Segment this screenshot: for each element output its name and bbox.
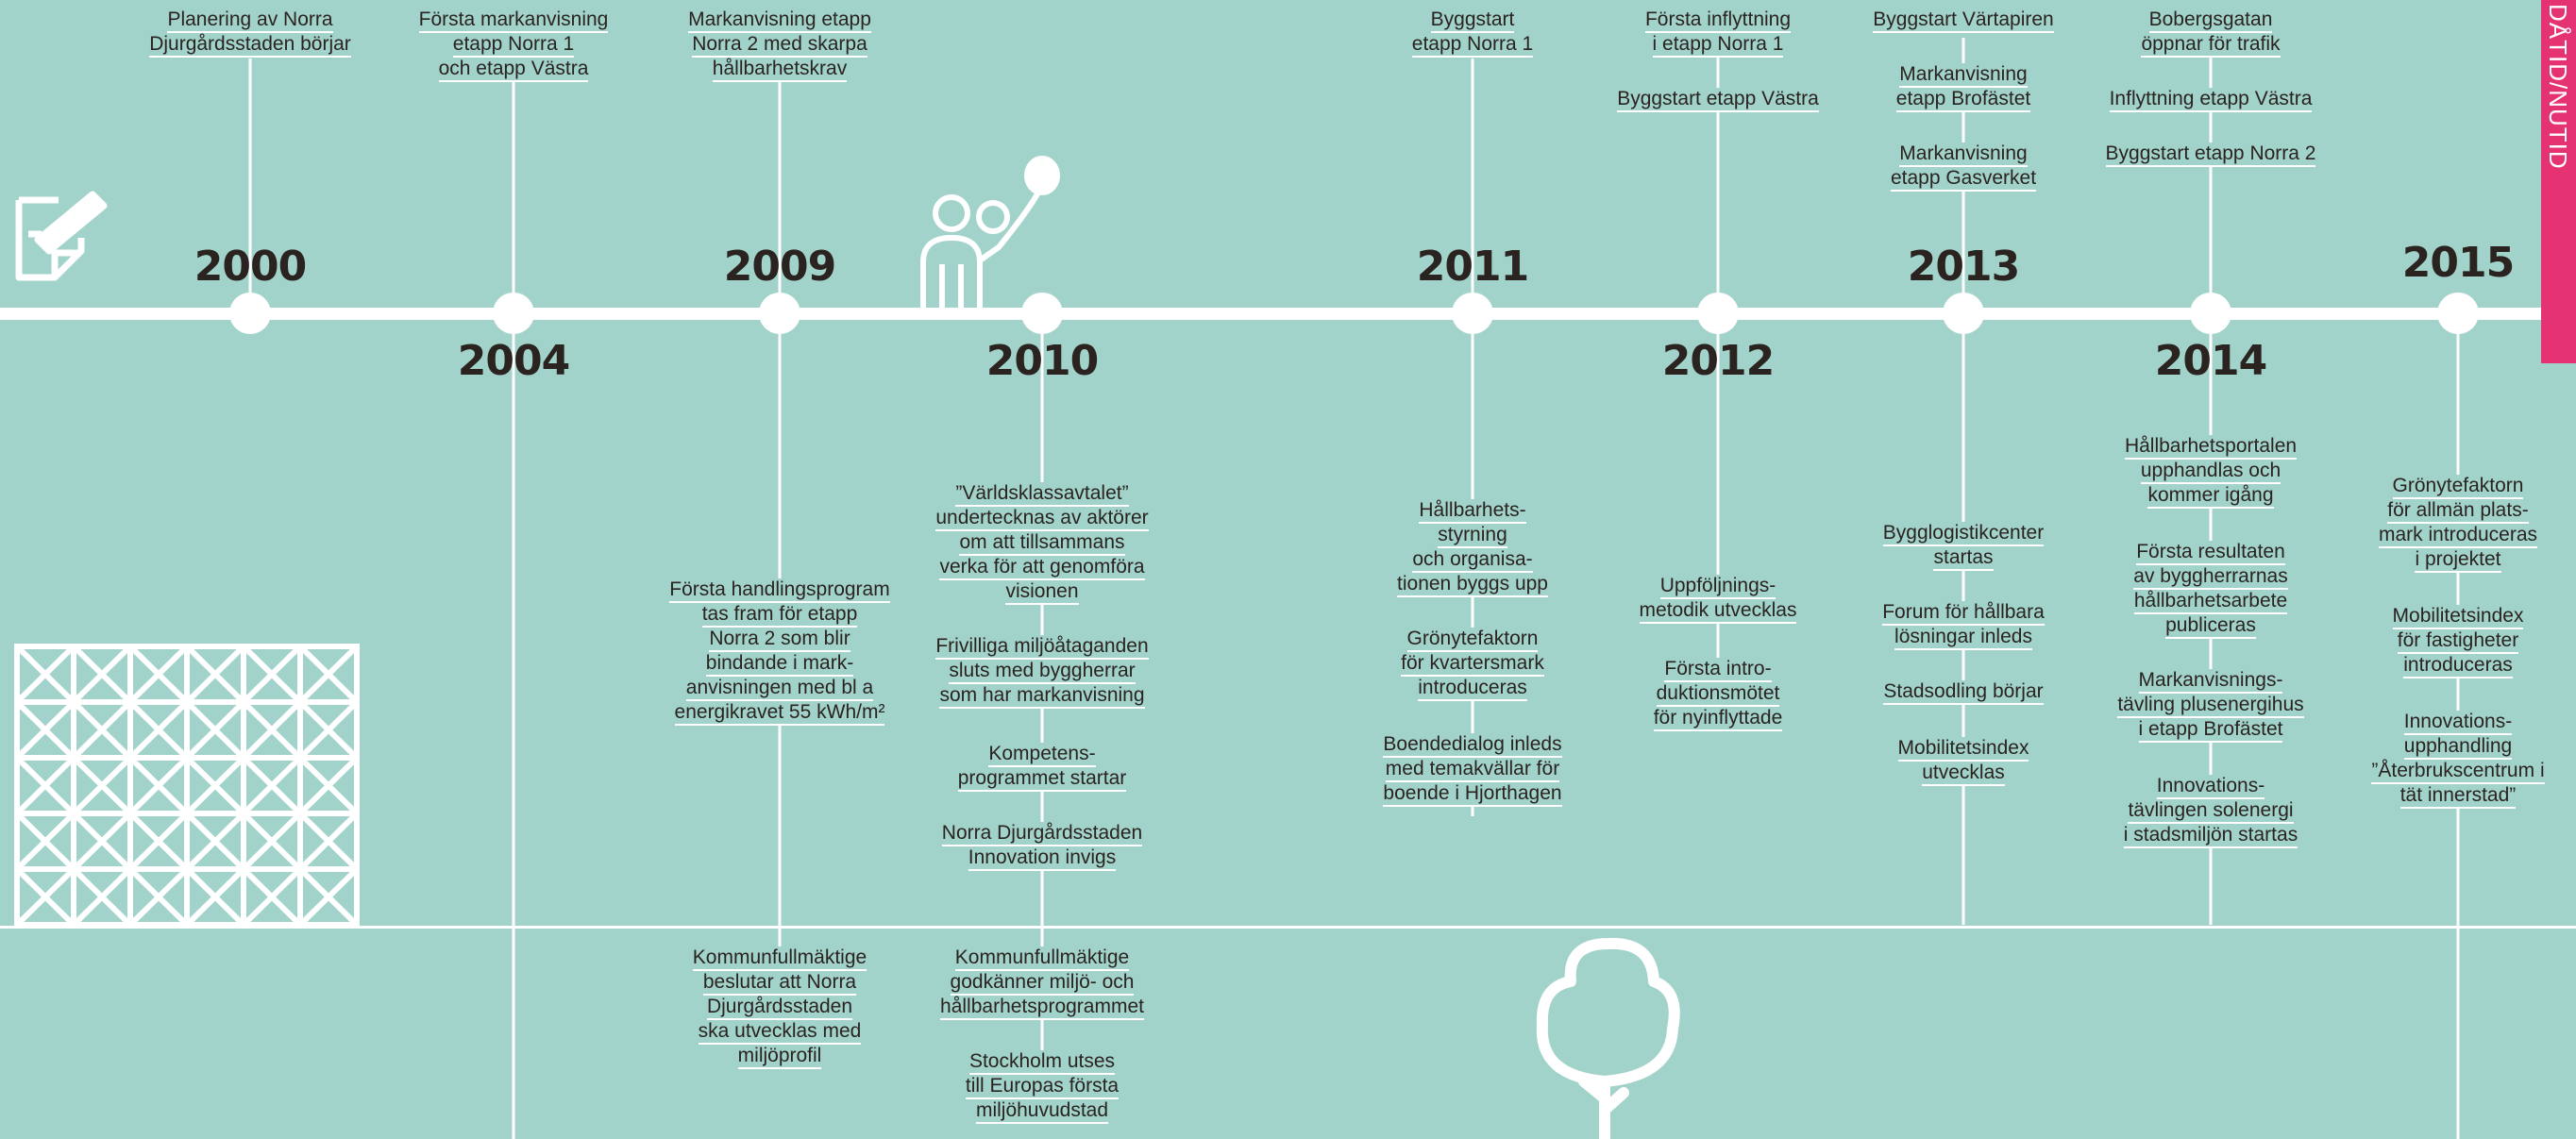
lattice-stroke (241, 644, 303, 705)
event-2012-construction-vastra: Byggstart etapp Västra (1617, 88, 1819, 110)
lattice-stroke (71, 755, 133, 816)
section-tab-label: DÅTID/NUTID (2544, 4, 2572, 170)
event-2013-logistics-center: Bygglogistikcenter startas (1882, 522, 2045, 569)
year-nodes (229, 293, 2479, 334)
event-2015-mobility-index-properties: Mobilitetsindex för fastigheter introduc… (2392, 605, 2524, 677)
lattice-stroke (127, 811, 190, 872)
event-2013-allocation-gasverket: Markanvisning etapp Gasverket (1890, 142, 2037, 190)
lattice-stroke (14, 866, 76, 928)
event-2013-mobility-index: Mobilitetsindex utvecklas (1897, 737, 2029, 784)
event-2012-first-move-in: Första inflyttning i etapp Norra 1 (1644, 8, 1792, 56)
year-label-2015: 2015 (2401, 239, 2515, 287)
event-2012-intro-meeting: Första intro- duktionsmötet för nyinflyt… (1653, 658, 1783, 729)
event-2009-council-decision: Kommunfullmäktige beslutar att Norra Dju… (692, 946, 867, 1067)
ground-line (0, 926, 2576, 929)
event-2014-plus-energy-competition: Markanvisnings- tävling plusenergihus i … (2117, 669, 2304, 741)
lattice-stroke (241, 811, 303, 872)
event-2014-sustainability-portal: Hållbarhetsportalen upphandlas och komme… (2124, 435, 2298, 507)
lattice-stroke (127, 866, 190, 928)
lattice-stroke (184, 866, 246, 928)
lattice-stroke (14, 755, 76, 816)
lattice-stroke (71, 699, 133, 761)
event-2004-first-allocation: Första markanvisning etapp Norra 1 och e… (418, 8, 609, 80)
year-label-2009: 2009 (723, 243, 836, 291)
lattice-stroke (127, 755, 190, 816)
lattice-stroke (14, 644, 76, 705)
lattice-stroke (71, 866, 133, 928)
lattice-stroke (14, 699, 76, 761)
event-2013-forum: Forum för hållbara lösningar inleds (1882, 601, 2045, 648)
event-2015-green-space-factor-public: Grönytefaktorn för allmän plats- mark in… (2378, 475, 2538, 571)
lattice-stroke (184, 811, 246, 872)
section-tab[interactable]: DÅTID/NUTID (2541, 0, 2576, 363)
event-2013-allocation-brofastet: Markanvisning etapp Brofästet (1895, 63, 2031, 110)
event-2012-follow-up-method: Uppföljnings- metodik utvecklas (1639, 575, 1797, 622)
event-2010-voluntary-commitments: Frivilliga miljöåtaganden sluts med bygg… (935, 635, 1149, 707)
lattice-stroke (241, 755, 303, 816)
lattice-stroke (127, 644, 190, 705)
event-2015-reuse-center: Innovations- upphandling ”Återbrukscentr… (2371, 711, 2545, 807)
lattice-pattern-icon (14, 644, 360, 929)
lattice-stroke (184, 644, 246, 705)
year-label-2012: 2012 (1661, 337, 1775, 385)
timeline-main-line (0, 308, 2541, 320)
year-label-2010: 2010 (985, 337, 1099, 385)
lattice-stroke (127, 699, 190, 761)
event-2011-resident-dialogue: Boendedialog inleds med temakvällar för … (1383, 733, 1562, 805)
event-2000-planning: Planering av Norra Djurgårdsstaden börja… (149, 8, 351, 56)
tree-icon (1536, 937, 1680, 1139)
lattice-stroke (71, 644, 133, 705)
event-2014-construction-norra2: Byggstart etapp Norra 2 (2105, 142, 2316, 165)
event-2013-urban-farming: Stadsodling börjar (1883, 680, 2044, 703)
year-label-2013: 2013 (1907, 243, 2020, 291)
lattice-stroke (297, 866, 360, 928)
lattice-stroke (184, 755, 246, 816)
event-2010-world-class-agreement: ”Världsklassavtalet” undertecknas av akt… (935, 482, 1149, 603)
event-2011-construction-start: Byggstart etapp Norra 1 (1411, 8, 1534, 56)
lattice-stroke (71, 811, 133, 872)
person-with-balloon-icon (920, 156, 1060, 308)
year-label-2014: 2014 (2154, 337, 2267, 385)
lattice-stroke (241, 699, 303, 761)
year-label-2011: 2011 (1416, 243, 1529, 291)
lattice-stroke (297, 755, 360, 816)
event-2009-action-program: Första handlingsprogram tas fram för eta… (669, 578, 890, 724)
notepad-icon (15, 191, 108, 281)
event-2013-vartapiren: Byggstart Värtapiren (1873, 8, 2054, 31)
year-label-2000: 2000 (194, 243, 307, 291)
event-2011-sustainability-governance: Hållbarhets- styrning och organisa- tion… (1397, 499, 1548, 595)
event-2010-innovation: Norra Djurgårdsstaden Innovation invigs (941, 822, 1143, 869)
lattice-stroke (14, 811, 76, 872)
event-2014-move-in-vastra: Inflyttning etapp Västra (2109, 88, 2313, 110)
lattice-stroke (184, 699, 246, 761)
lattice-stroke (297, 866, 360, 928)
event-2010-competence-program: Kompetens- programmet startar (957, 743, 1127, 790)
event-2010-green-capital: Stockholm utses till Europas första milj… (965, 1050, 1120, 1122)
event-2010-council-approval: Kommunfullmäktige godkänner miljö- och h… (940, 946, 1144, 1018)
lattice-stroke (297, 644, 360, 705)
lattice-stroke (297, 811, 360, 872)
lattice-stroke (297, 699, 360, 761)
event-2014-solar-innovation: Innovations- tävlingen solenergi i stads… (2123, 775, 2298, 846)
year-label-2004: 2004 (457, 337, 570, 385)
event-2014-first-results: Första resultaten av byggherrarnas hållb… (2133, 541, 2288, 637)
event-2014-bobergsgatan: Bobergsgatan öppnar för trafik (2141, 8, 2281, 56)
lattice-stroke (241, 866, 303, 928)
event-2011-green-space-factor: Grönytefaktorn för kvartersmark introduc… (1401, 628, 1544, 699)
event-2009-allocation-norra2: Markanvisning etapp Norra 2 med skarpa h… (688, 8, 871, 80)
